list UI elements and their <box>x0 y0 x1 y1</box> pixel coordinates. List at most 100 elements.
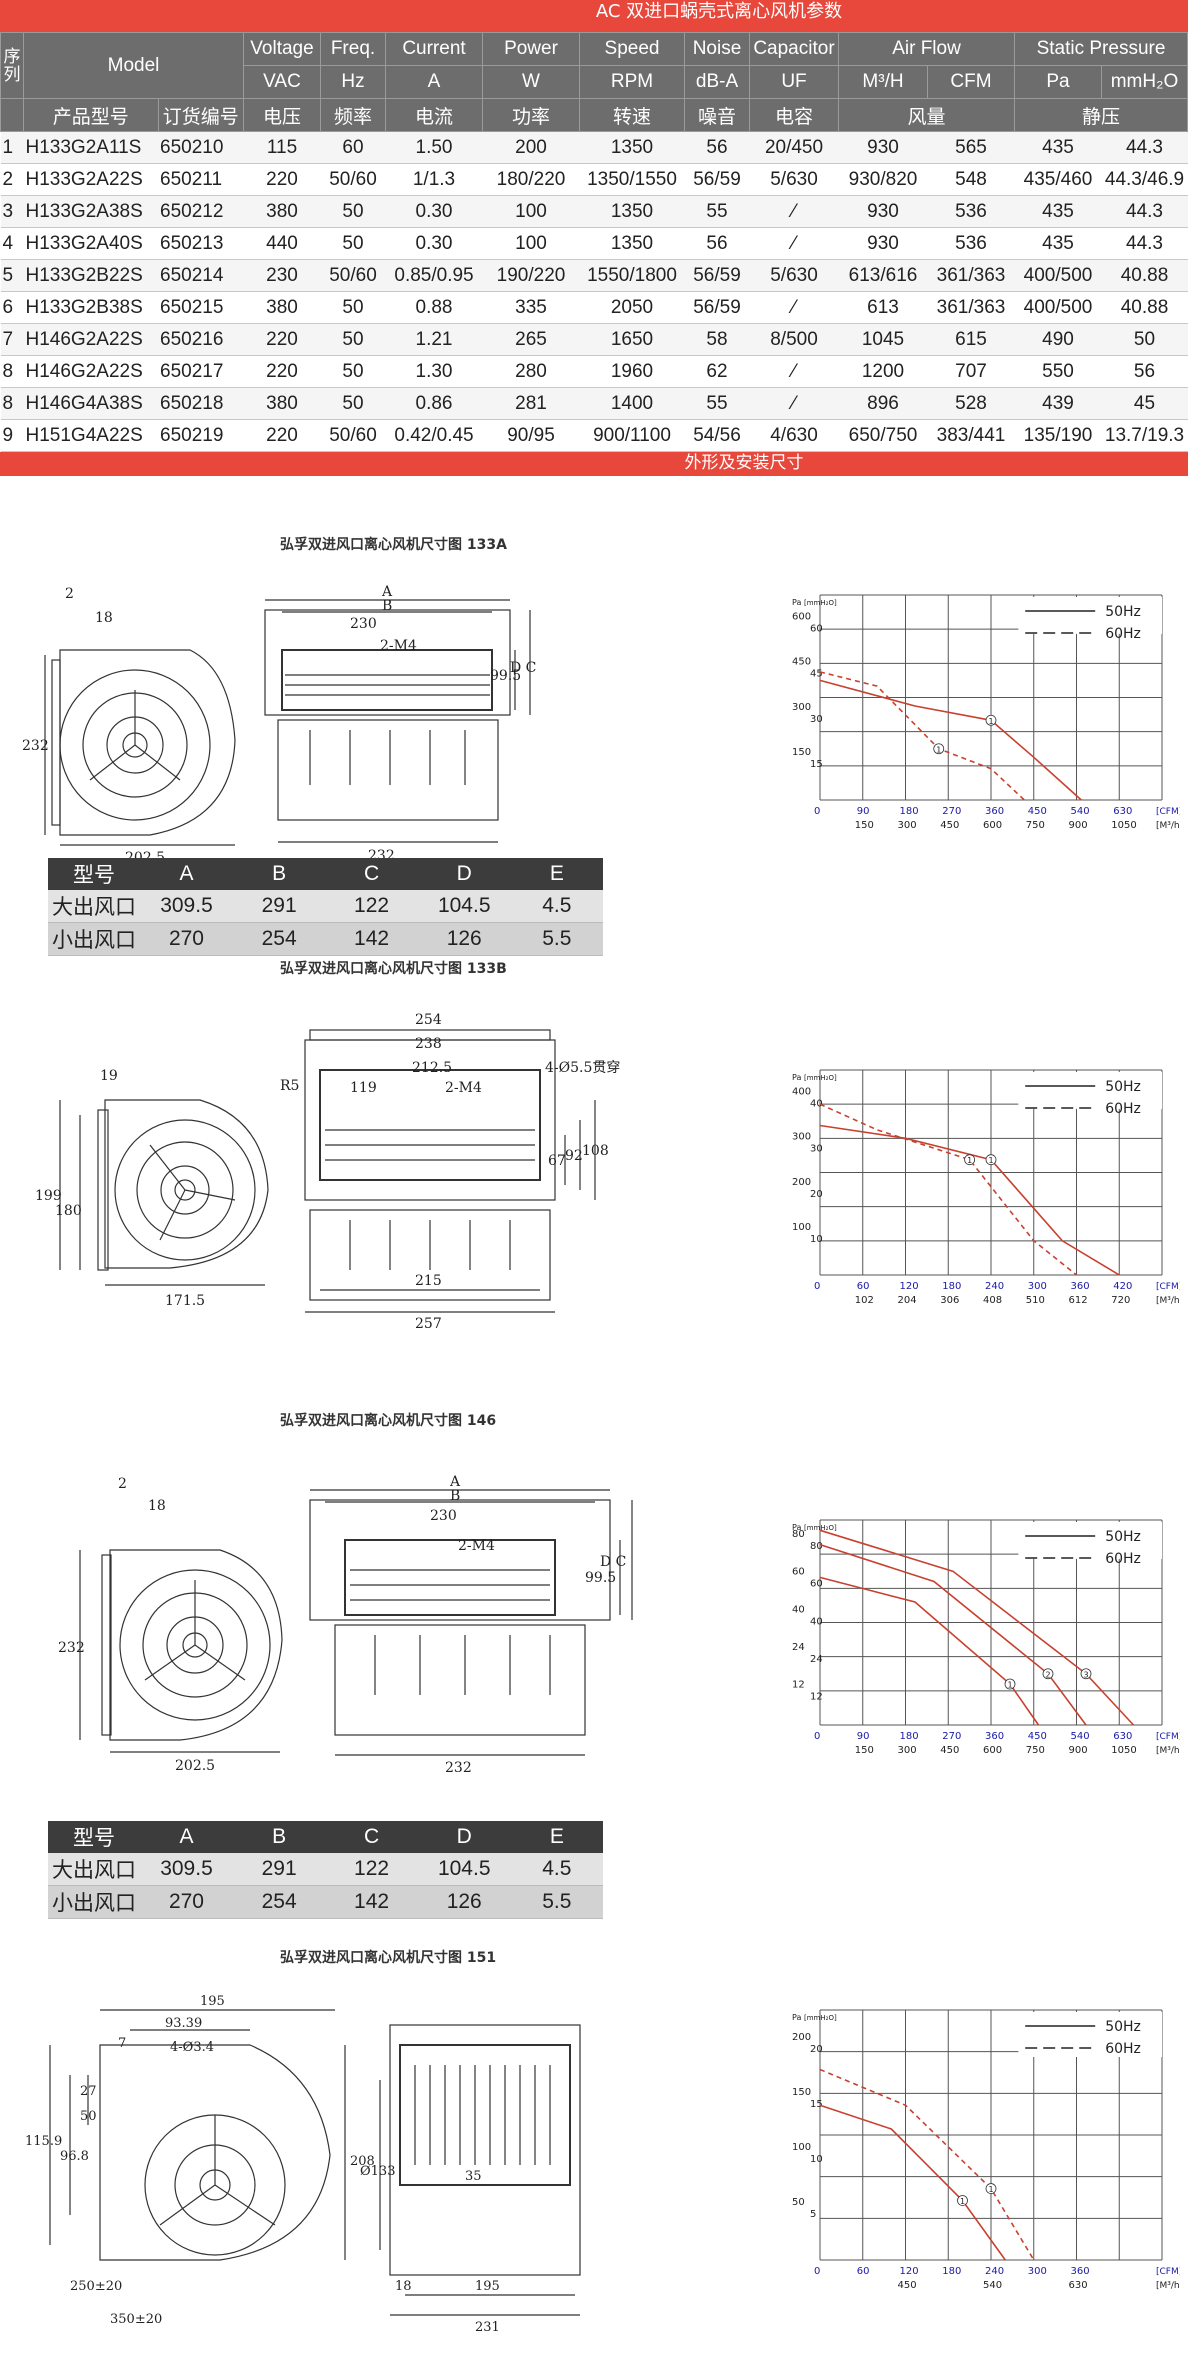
legend-50hz-label: 50Hz <box>1105 1529 1141 1545</box>
x-m3h-tick: 1050 <box>1111 1745 1136 1756</box>
dim-146-d2: 18 <box>148 1498 166 1514</box>
x-cfm-unit: [CFM] <box>1156 1732 1180 1742</box>
y-pa-tick: 100 <box>792 1222 811 1233</box>
dim-133b-r: R5 <box>280 1078 299 1094</box>
dim-151-d3: 7 <box>118 2036 126 2051</box>
series-marker <box>964 1154 976 1166</box>
dim-133b-h2: 92 <box>565 1148 583 1164</box>
table-cell: ⁄ <box>749 387 839 420</box>
x-m3h-tick: 540 <box>983 2280 1002 2291</box>
table-cell: 613/616 <box>838 259 928 292</box>
y-pa-tick: 600 <box>792 612 811 623</box>
section-133a-title: 弘孚双进风口离心风机尺寸图 133A <box>280 537 507 553</box>
dim-cell: 5.5 <box>510 922 603 956</box>
dim-133a-dc: D C <box>510 660 536 676</box>
y-pa-tick: 150 <box>792 747 811 758</box>
y-pa-tick: 40 <box>792 1604 805 1615</box>
dim-146-h: 99.5 <box>585 1570 616 1586</box>
table-cell: 0.30 <box>385 227 483 260</box>
x-m3h-tick: 450 <box>940 1745 959 1756</box>
x-m3h-tick: 300 <box>898 1745 917 1756</box>
table-cell: 90/95 <box>482 419 580 452</box>
x-cfm-tick: 420 <box>1113 1281 1132 1292</box>
spec-title: AC 双进口蜗壳式离心风机参数 <box>595 1 843 22</box>
table-cell: 55 <box>684 195 750 228</box>
dim-cell: 4.5 <box>510 890 603 923</box>
dim-151-d16: 231 <box>475 2320 500 2335</box>
table-cell: 650211 <box>158 163 244 196</box>
table-cell: 1.50 <box>385 131 483 164</box>
y-mm-tick: 30 <box>810 1144 823 1155</box>
dim-cell: 4.5 <box>510 1853 603 1886</box>
dim-cell: 104.5 <box>417 890 511 923</box>
table-cell: 1.30 <box>385 355 483 388</box>
y-mm-unit: [mmH₂O] <box>804 599 837 607</box>
y-pa-unit: Pa <box>792 598 801 607</box>
table-cell: 615 <box>927 323 1015 356</box>
x-cfm-tick: 450 <box>1028 1731 1047 1742</box>
section-133b-title: 弘孚双进风口离心风机尺寸图 133B <box>280 961 507 977</box>
y-mm-tick: 20 <box>810 1189 823 1200</box>
dim-hdr: E <box>510 1821 603 1853</box>
x-m3h-tick: 204 <box>898 1295 917 1306</box>
x-cfm-tick: 360 <box>985 1731 1004 1742</box>
y-pa-unit: Pa <box>792 1073 801 1082</box>
table-cell: 230 <box>243 259 321 292</box>
table-cell: 4/630 <box>749 419 839 452</box>
table-cell: 0.86 <box>385 387 483 420</box>
table-cell: 54/56 <box>684 419 750 452</box>
y-mm-tick: 10 <box>810 1234 823 1245</box>
table-cell: H133G2B38S <box>23 291 159 324</box>
table-cell: 220 <box>243 323 321 356</box>
x-cfm-tick: 0 <box>814 1281 820 1292</box>
dim-133a-d2: 18 <box>95 610 113 626</box>
dim-table-146: 型号 A B C D E 大出风口 309.5 291 122 104.5 4.… <box>48 1821 603 1919</box>
table-cell: H133G2A22S <box>23 163 159 196</box>
unit-a: A <box>385 65 483 99</box>
dimension-section-title: 外形及安装尺寸 <box>684 453 804 473</box>
y-pa-tick: 400 <box>792 1087 811 1098</box>
table-cell: 650210 <box>158 131 244 164</box>
dim-151-d12: Ø133 <box>360 2164 395 2179</box>
dim-146-B: B <box>450 1488 460 1504</box>
x-cfm-tick: 60 <box>857 2266 870 2277</box>
table-cell: 44.3 <box>1101 227 1188 260</box>
table-cell: 335 <box>482 291 580 324</box>
dim-133b-w3: 212.5 <box>412 1060 452 1076</box>
table-cell: 707 <box>927 355 1015 388</box>
unit-rpm: RPM <box>579 65 685 99</box>
table-cell: 50 <box>320 291 386 324</box>
cn-capacitor: 电容 <box>749 98 839 132</box>
dim-hdr: E <box>510 858 603 890</box>
table-cell: 930 <box>838 227 928 260</box>
dim-151-d6: 50 <box>80 2109 97 2124</box>
table-cell: 7 <box>0 323 24 356</box>
table-cell: 650/750 <box>838 419 928 452</box>
series-label: 1 <box>967 1156 972 1165</box>
col-freq: Freq. <box>320 32 386 66</box>
table-cell: 13.7/19.3 <box>1101 419 1188 452</box>
dim-133b-d4: 171.5 <box>165 1293 205 1309</box>
col-static-pressure: Static Pressure <box>1014 32 1188 66</box>
table-cell: 490 <box>1014 323 1102 356</box>
dim-146-w: 230 <box>430 1508 457 1524</box>
x-cfm-tick: 270 <box>942 806 961 817</box>
table-cell: 1650 <box>579 323 685 356</box>
series-label: 1 <box>989 2185 994 2194</box>
y-mm-tick: 60 <box>810 624 823 635</box>
col-power: Power <box>482 32 580 66</box>
y-pa-unit: Pa <box>792 2013 801 2022</box>
cn-power: 功率 <box>482 98 580 132</box>
dim-133b-d1: 19 <box>100 1068 118 1084</box>
dim-133a-d3: 232 <box>22 738 49 754</box>
table-cell: 60 <box>320 131 386 164</box>
col-airflow: Air Flow <box>838 32 1015 66</box>
table-cell: 6 <box>0 291 24 324</box>
table-cell: 50/60 <box>320 419 386 452</box>
table-cell: 1550/1800 <box>579 259 685 292</box>
table-cell: 1 <box>0 131 24 164</box>
table-cell: 439 <box>1014 387 1102 420</box>
table-cell: H146G2A22S <box>23 323 159 356</box>
dim-133a-B: B <box>382 598 392 614</box>
